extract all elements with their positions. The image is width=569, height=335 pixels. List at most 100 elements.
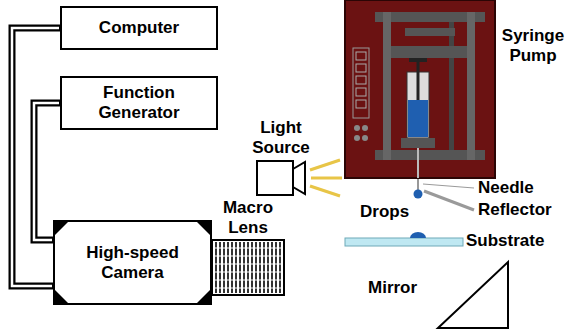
syringe-pump-shape-part <box>362 135 368 141</box>
syringe-pump-shape-part <box>356 52 366 60</box>
syringe-pump-shape-part <box>356 76 366 84</box>
text-holder: Computer <box>62 8 216 48</box>
node-label: Syringe Pump <box>499 26 567 66</box>
camera-body-shape-part <box>54 289 69 304</box>
reflector-plate-part <box>424 191 474 210</box>
light-rays-part <box>310 186 340 196</box>
macro-lens-shape-part <box>213 248 283 249</box>
reflector-plate <box>424 191 474 210</box>
macro-lens-shape <box>212 240 284 295</box>
node-label: Function Generator <box>84 83 194 123</box>
syringe-pump-shape-part <box>356 100 366 108</box>
cable <box>34 103 60 240</box>
camera-body: High-speed Camera <box>53 220 212 305</box>
macro-lens-shape-part <box>227 242 229 293</box>
pendant-drop <box>414 190 423 199</box>
text-holder: High-speed Camera <box>53 220 212 305</box>
text-holder: Macro Lens <box>216 198 280 238</box>
substrate-plate-part <box>345 238 463 246</box>
camera-body-shape-part <box>54 221 211 304</box>
macro-lens-shape-part <box>239 242 241 293</box>
macro-lens-shape-part <box>279 242 281 293</box>
macro-lens-shape-part <box>275 242 277 293</box>
node-label: High-speed Camera <box>78 243 188 283</box>
macro-lens-shape-part <box>219 242 221 293</box>
macro-lens-shape-part <box>213 272 283 273</box>
macro-lens-shape-part <box>223 242 225 293</box>
syringe-pump-shape-part <box>383 12 391 160</box>
syringe-pump-shape-part <box>449 22 454 150</box>
substrate-plate <box>345 238 463 246</box>
text-holder: Syringe Pump <box>499 26 567 66</box>
macro-lens-shape-part <box>213 264 283 265</box>
text-holder: Function Generator <box>62 78 216 128</box>
camera-body-shape-part <box>196 289 211 304</box>
needle-leader <box>423 184 474 188</box>
macro-lens-shape-part <box>231 242 233 293</box>
syringe-pump-shape-part <box>405 28 455 36</box>
sessile-drop-part <box>410 232 426 238</box>
macro-lens: Macro Lens <box>212 240 284 295</box>
node-label: Macro Lens <box>216 198 280 238</box>
syringe-pump-shape-part <box>391 46 467 58</box>
light-rays <box>310 160 342 196</box>
part-label: Drops <box>360 202 409 222</box>
node-label: Light Source <box>245 118 317 158</box>
needle-leader-part <box>423 184 474 188</box>
part-label: Mirror <box>368 278 417 298</box>
syringe-pump-shape-part <box>356 64 366 72</box>
macro-lens-shape-part <box>259 242 261 293</box>
syringe-pump-shape-part <box>408 100 428 137</box>
cable-core <box>34 103 59 240</box>
macro-lens-shape-part <box>251 242 253 293</box>
camera-body-shape-part <box>54 221 69 236</box>
macro-lens-shape-part <box>235 242 237 293</box>
sessile-drop <box>410 232 426 238</box>
light-rays-part <box>311 177 342 180</box>
syringe-pump-shape-part <box>417 58 420 100</box>
part-label: Needle <box>478 178 534 198</box>
syringe-pump-shape-part <box>345 0 495 178</box>
macro-lens-shape-part <box>267 242 269 293</box>
macro-lens-shape-part <box>263 242 265 293</box>
syringe-pump-shape <box>345 0 495 178</box>
computer-box: Computer <box>60 6 218 50</box>
light-source: Light Source <box>256 160 306 196</box>
macro-lens-shape-part <box>215 242 217 293</box>
mirror-prism <box>438 262 508 328</box>
part-label: Substrate <box>466 231 544 251</box>
node-label: Computer <box>99 18 179 38</box>
syringe-pump-shape-part <box>356 88 366 96</box>
syringe-pump-shape-part <box>354 125 360 131</box>
cable-core <box>12 28 59 286</box>
syringe-pump-shape-part <box>467 12 475 160</box>
macro-lens-shape-part <box>271 242 273 293</box>
cable <box>12 28 60 286</box>
macro-lens-shape-part <box>212 240 284 295</box>
syringe-pump: Syringe Pump <box>345 0 495 178</box>
syringe-pump-shape-part <box>417 148 419 178</box>
camera-body-shape-part <box>196 221 211 236</box>
syringe-pump-shape-part <box>409 58 427 62</box>
text-holder: Light Source <box>245 118 317 158</box>
macro-lens-shape-part <box>213 280 283 281</box>
syringe-pump-shape-part <box>401 138 435 148</box>
light-source-shape <box>256 160 306 196</box>
mirror-prism-part <box>438 262 508 328</box>
light-source-shape-part <box>257 161 293 195</box>
pendant-drop-part <box>414 190 423 199</box>
syringe-pump-shape-part <box>362 125 368 131</box>
macro-lens-shape-part <box>255 242 257 293</box>
part-label: Reflector <box>478 200 552 220</box>
syringe-pump-shape-part <box>353 48 369 118</box>
syringe-pump-shape-part <box>354 135 360 141</box>
macro-lens-shape-part <box>213 256 283 257</box>
macro-lens-shape-part <box>247 242 249 293</box>
function-generator-box: Function Generator <box>60 76 218 130</box>
light-rays-part <box>310 160 340 170</box>
macro-lens-shape-part <box>213 288 283 289</box>
light-source-shape-part <box>293 162 305 194</box>
